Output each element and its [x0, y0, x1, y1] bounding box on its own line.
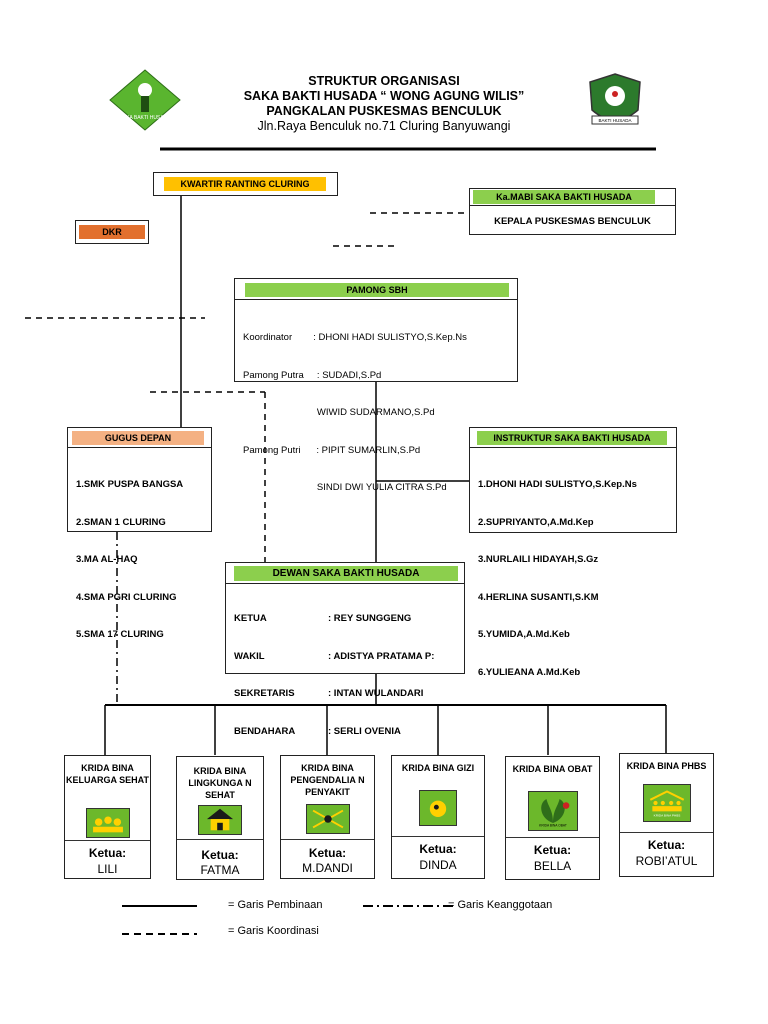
krida-ketua-label: Ketua: — [419, 842, 457, 856]
legend-keanggotaan: = Garis Keanggotaan — [448, 899, 553, 911]
krida-divider — [65, 840, 150, 841]
krida-label: KRIDA BINA OBAT — [512, 764, 593, 774]
house-icon — [198, 805, 242, 835]
legend-koordinasi: = Garis Koordinasi — [228, 925, 319, 937]
krida-label: KRIDA BINA KELUARGA SEHAT — [66, 763, 149, 785]
gugus-item: 2.SMAN 1 CLURING — [76, 516, 166, 528]
mosquito-icon — [305, 804, 350, 834]
krida-ketua-label: Ketua: — [201, 848, 239, 862]
instruktur-divider — [470, 447, 676, 448]
krida-ketua-label: Ketua: — [308, 846, 347, 860]
pamong-line: Koordinator : DHONI HADI SULISTYO,S.Kep.… — [243, 332, 467, 343]
krida-divider — [506, 837, 599, 838]
dewan-divider — [226, 583, 464, 584]
krida-divider — [392, 836, 484, 837]
kamabi-value: KEPALA PUSKESMAS BENCULUK — [494, 216, 651, 227]
legend-pembinaan: = Garis Pembinaan — [228, 899, 323, 911]
gugus-divider — [68, 447, 211, 448]
pamong-list: Koordinator : DHONI HADI SULISTYO,S.Kep.… — [243, 307, 467, 520]
instruktur-box: INSTRUKTUR SAKA BAKTI HUSADA 1.DHONI HAD… — [469, 427, 677, 678]
people-icon: KRIDA BINA PHBS — [642, 784, 691, 822]
dkr-label: DKR — [79, 225, 145, 239]
dewan-names: : REY SUNGGENG : ADISTYA PRATAMA P: : IN… — [328, 588, 434, 763]
nutrition-icon — [419, 790, 457, 826]
title-address: Jln.Raya Benculuk no.71 Cluring Banyuwan… — [257, 119, 511, 133]
instruktur-list: 1.DHONI HADI SULISTYO,S.Kep.Ns 2.SUPRIYA… — [478, 454, 637, 704]
saka-logo-right: BAKTI HUSADA — [589, 73, 641, 125]
krida-phbs-box: KRIDA BINA PHBS KRIDA BINA PHBS Ketua: R… — [619, 753, 714, 877]
family-icon — [85, 808, 130, 838]
title-saka: SAKA BAKTI HUSADA “ WONG AGUNG WILIS” — [243, 89, 525, 103]
krida-label: KRIDA BINA LINGKUNGA N SEHAT — [188, 766, 252, 800]
instruktur-item: 3.NURLAILI HIDAYAH,S.Gz — [478, 554, 599, 565]
instruktur-item: 4.HERLINA SUSANTI,S.KM — [478, 591, 599, 603]
dewan-role: KETUA — [234, 613, 267, 624]
title-pangkalan: PANGKALAN PUSKESMAS BENCULUK — [266, 104, 502, 118]
krida-label: KRIDA BINA GIZI — [401, 763, 475, 773]
kwartir-box: KWARTIR RANTING CLURING — [153, 172, 338, 196]
instruktur-item: 5.YUMIDA,A.Md.Keb — [478, 629, 570, 640]
dkr-box: DKR — [75, 220, 149, 244]
dewan-label: DEWAN SAKA BAKTI HUSADA — [234, 566, 458, 581]
gugus-box: GUGUS DEPAN 1.SMK PUSPA BANGSA 2.SMAN 1 … — [67, 427, 212, 640]
gugus-item: 3.MA AL-HAQ — [76, 554, 138, 565]
krida-divider — [620, 832, 713, 833]
kamabi-box: Ka.MABI SAKA BAKTI HUSADA KEPALA PUSKESM… — [469, 188, 676, 235]
herb-icon: KRIDA BINA OBAT — [527, 791, 578, 831]
people-icon-text: KRIDA BINA PHBS — [653, 814, 680, 818]
pamong-divider — [235, 299, 517, 300]
krida-label: KRIDA BINA PHBS — [626, 761, 707, 771]
dewan-name: : INTAN WULANDARI — [328, 688, 424, 699]
krida-ketua-name: M.DANDI — [302, 861, 353, 875]
krida-keluarga-box: KRIDA BINA KELUARGA SEHAT Ketua: LILI — [64, 755, 151, 879]
pamong-line: Pamong Putri : PIPIT SUMARLIN,S.Pd — [243, 444, 421, 456]
gugus-list: 1.SMK PUSPA BANGSA 2.SMAN 1 CLURING 3.MA… — [76, 454, 183, 667]
krida-ketua-name: ROBI’ATUL — [635, 854, 698, 868]
instruktur-item: 6.YULIEANA A.Md.Keb — [478, 666, 581, 678]
dewan-name: : REY SUNGGENG — [328, 613, 412, 624]
krida-lingkungan-box: KRIDA BINA LINGKUNGA N SEHAT Ketua: FATM… — [176, 756, 264, 880]
instruktur-label: INSTRUKTUR SAKA BAKTI HUSADA — [477, 431, 667, 445]
dewan-box: DEWAN SAKA BAKTI HUSADA KETUA WAKIL SEKR… — [225, 562, 465, 737]
krida-ketua-name: FATMA — [200, 863, 240, 877]
herb-icon-text: KRIDA BINA OBAT — [539, 823, 567, 827]
instruktur-item: 1.DHONI HADI SULISTYO,S.Kep.Ns — [478, 479, 637, 490]
krida-ketua-label: Ketua: — [647, 838, 686, 852]
pamong-label: PAMONG SBH — [245, 283, 509, 297]
kamabi-divider — [470, 205, 675, 206]
krida-ketua-label: Ketua: — [88, 846, 127, 860]
krida-ketua-name: BELLA — [533, 859, 572, 873]
krida-label: KRIDA BINA PENGENDALIA N PENYAKIT — [290, 763, 365, 797]
gugus-item: 5.SMA 17 CLURING — [76, 629, 164, 640]
logo-left-text: SAKA BAKTI HUSADA — [119, 115, 171, 121]
dewan-name: : SERLI OVENIA — [328, 725, 401, 737]
pamong-line: WIWID SUDARMANO,S.Pd — [243, 407, 435, 418]
krida-pengendalian-box: KRIDA BINA PENGENDALIA N PENYAKIT Ketua:… — [280, 755, 375, 879]
gugus-item: 4.SMA PGRI CLURING — [76, 591, 177, 603]
kamabi-label: Ka.MABI SAKA BAKTI HUSADA — [473, 190, 655, 204]
krida-ketua-label: Ketua: — [533, 843, 572, 857]
kwartir-label: KWARTIR RANTING CLURING — [164, 177, 326, 191]
krida-gizi-box: KRIDA BINA GIZI Ketua: DINDA — [391, 755, 485, 879]
logo-right-text: BAKTI HUSADA — [598, 118, 631, 123]
dewan-roles: KETUA WAKIL SEKRETARIS BENDAHARA — [234, 588, 295, 763]
dewan-role: BENDAHARA — [234, 725, 296, 737]
krida-ketua-name: LILI — [97, 862, 118, 876]
pamong-line: SINDI DWI YULIA CITRA S.Pd — [243, 482, 447, 493]
gugus-label: GUGUS DEPAN — [72, 431, 204, 445]
krida-ketua-name: DINDA — [419, 858, 457, 872]
instruktur-item: 2.SUPRIYANTO,A.Md.Kep — [478, 516, 594, 528]
dewan-name: : ADISTYA PRATAMA P: — [328, 650, 435, 662]
dewan-role: WAKIL — [234, 650, 265, 662]
pamong-line: Pamong Putra : SUDADI,S.Pd — [243, 369, 382, 381]
krida-divider — [281, 839, 374, 840]
krida-divider — [177, 839, 263, 840]
title-struktur: STRUKTUR ORGANISASI — [308, 74, 460, 88]
krida-obat-box: KRIDA BINA OBAT KRIDA BINA OBAT Ketua: B… — [505, 756, 600, 880]
pamong-box: PAMONG SBH Koordinator : DHONI HADI SULI… — [234, 278, 518, 493]
saka-logo-left: SAKA BAKTI HUSADA — [109, 69, 181, 131]
gugus-item: 1.SMK PUSPA BANGSA — [76, 479, 184, 490]
dewan-role: SEKRETARIS — [234, 688, 295, 699]
